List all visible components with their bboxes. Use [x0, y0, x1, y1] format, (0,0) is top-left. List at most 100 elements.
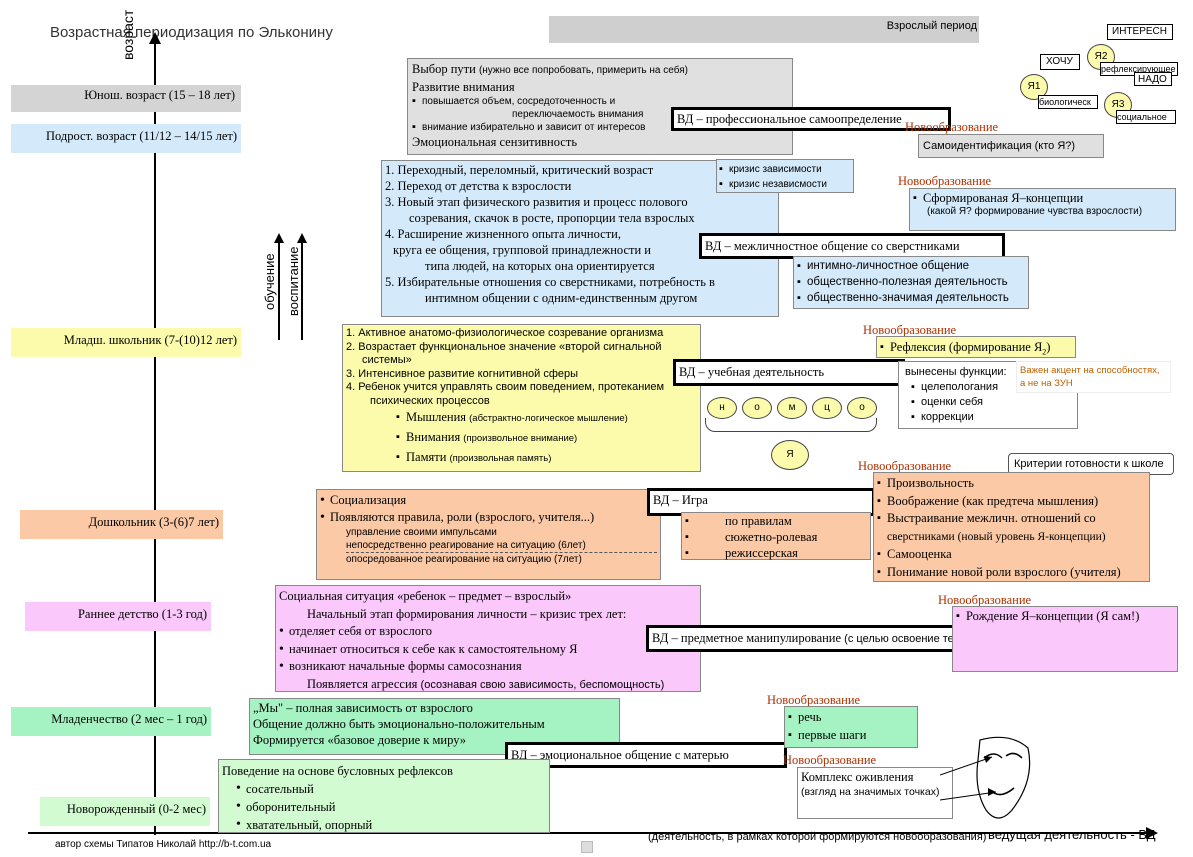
early-novoobr-label: Новообразование	[938, 593, 1032, 607]
infant-line2: Общение должно быть эмоционально-положит…	[253, 717, 545, 731]
youth-vd: ВД – профессиональное самоопределение	[671, 107, 951, 131]
infant-line3: Формируется «базовое доверие к миру»	[253, 733, 467, 747]
presch-novoobr-label: Новообразование	[858, 459, 952, 473]
teen-vd: ВД – межличностное общение со сверстника…	[699, 233, 1005, 259]
oval-n: н	[707, 397, 737, 419]
presch-item-2: Появляются правила, роли (взрослого, учи…	[320, 509, 657, 526]
learning-arrowhead	[274, 233, 284, 243]
teen-vd-sub: интимно-личностное общениеобщественно-по…	[793, 256, 1029, 309]
bio-box: биологическ	[1038, 95, 1098, 109]
oval-o2: о	[847, 397, 877, 419]
oval-c: ц	[812, 397, 842, 419]
school-thinking: Мышления (абстрактно-логическое мышление…	[396, 408, 697, 428]
teen-item-4c: типа людей, на которых она ориентируется	[425, 259, 655, 273]
nado-box: НАДО	[1134, 72, 1172, 86]
early-line3: Появляется агрессия (осознавая свою зави…	[307, 676, 665, 691]
school-attention: Внимания (произвольное внимание)	[396, 428, 697, 448]
school-functions: вынесены функции: целепологанияоценки се…	[898, 361, 1078, 429]
teen-sub-2: общественно-полезная деятельность	[797, 274, 1025, 290]
teen-novoobr-1: Сформированая Я–концепции	[913, 190, 1172, 206]
school-memory: Памяти (произвольная память)	[396, 448, 697, 468]
newborn-block: Поведение на основе бусловных рефлексов …	[218, 759, 550, 834]
game-2: сюжетно-ролевая	[685, 529, 867, 545]
page-marker	[581, 841, 593, 853]
game-3: режиссерская	[685, 545, 867, 561]
early-b1: отделяет себя от взрослого	[279, 623, 697, 641]
hochu-box: ХОЧУ	[1040, 54, 1080, 70]
ya1-oval: Я1	[1020, 74, 1048, 100]
functions-label: вынесены функции:	[905, 366, 1007, 378]
teen-novoobr-2: (какой Я? формирование чувства взрослост…	[927, 206, 1143, 217]
youth-line1: Выбор пути (нужно все попробовать, приме…	[412, 62, 688, 76]
interest-box: ИНТЕРЕСН	[1107, 24, 1173, 40]
presch-n-1: Произвольность	[877, 475, 1146, 493]
school-item-4: 4. Ребенок учится управлять своим поведе…	[346, 381, 665, 393]
learning-label: обучение	[262, 253, 277, 310]
oval-o1: о	[742, 397, 772, 419]
teen-item-5b: интимном общении с одним-единственным др…	[425, 291, 698, 305]
school-item-1: 1. Активное анатомо-физиологическое созр…	[346, 327, 664, 339]
presch-n-3: Выстраивание межличн. отношений сосверст…	[877, 510, 1146, 546]
teen-item-5: 5. Избирательные отношения со сверстника…	[385, 275, 715, 289]
preschool-block: Социализация Появляются правила, роли (в…	[316, 489, 661, 580]
x-axis-label: ведущая деятельность - ВД	[988, 827, 1156, 842]
teen-crisis: кризис зависимостикризис независмости	[716, 159, 854, 193]
school-novoobr: Рефлексия (формирование Я2)	[876, 336, 1076, 358]
func-2: оценки себя	[911, 395, 1071, 410]
teen-item-3: 3. Новый этап физического развития и про…	[385, 195, 688, 209]
newborn-novoobr-label: Новообразование	[783, 753, 877, 767]
school-item-4b: психических процессов	[370, 394, 490, 407]
age-preschool: Дошкольник (3-(6)7 лет)	[20, 510, 223, 539]
presch-n-4: Самооценка	[877, 546, 1146, 564]
y-axis-label: возраст	[120, 9, 136, 60]
teen-item-4: 4. Расширение жизненного опыта личности,	[385, 227, 621, 241]
presch-novoobr: Произвольность Воображение (как предтеча…	[873, 472, 1150, 582]
presch-criteria: Критерии готовности к школе	[1008, 453, 1174, 475]
age-teen: Подрост. возраст (11/12 – 14/15 лет)	[11, 124, 241, 153]
youth-novoobr-label: Новообразование	[905, 120, 999, 134]
brace	[705, 418, 877, 432]
teen-novoobr-label: Новообразование	[898, 174, 992, 188]
youth-attention-2: внимание избирательно и зависит от интер…	[412, 121, 788, 134]
presch-sub-1: управление своими импульсами	[346, 527, 497, 538]
school-vd: ВД – учебная деятельность	[673, 359, 905, 386]
upbringing-arrow	[301, 240, 303, 340]
teen-item-4b: круга ее общения, групповой принадлежнос…	[393, 243, 651, 257]
youth-attention-1: повышается объем, сосредоточенность ипер…	[412, 95, 788, 121]
author-credit: автор схемы Типатов Николай http://b-t.c…	[55, 839, 272, 850]
youth-line2: Развитие внимания	[412, 80, 515, 94]
presch-n-2: Воображение (как предтеча мышления)	[877, 493, 1146, 511]
y-axis-arrowhead	[149, 32, 161, 44]
newborn-novoobr: Комплекс оживления (взгляд на значимых т…	[797, 767, 953, 819]
infant-n-2: первые шаги	[788, 726, 914, 744]
func-3: коррекции	[911, 410, 1071, 425]
teen-novoobr: Сформированая Я–концепции (какой Я? форм…	[909, 188, 1176, 231]
game-1: по правилам	[685, 513, 867, 529]
infant-block: „Мы" – полная зависимость от взрослого О…	[249, 698, 620, 755]
youth-novoobr: Самоидентификация (кто Я?)	[918, 134, 1104, 158]
infant-vd: ВД – эмоциональное общение с матерью	[505, 742, 787, 768]
presch-games: по правиламсюжетно-ролеваярежиссерская	[681, 512, 871, 561]
note-abilities: Важен акцент на способностях,а не на ЗУН	[1016, 361, 1171, 393]
newborn-n2: (взгляд на значимых точках)	[801, 786, 940, 798]
crisis-1: кризис зависимости	[719, 162, 851, 177]
y-axis-line	[154, 40, 156, 835]
teen-item-3b: созревания, скачок в росте, пропорции те…	[409, 211, 695, 225]
school-novoobr-label: Новообразование	[863, 323, 957, 337]
infant-novoobr: речьпервые шаги	[784, 706, 918, 748]
school-reflection: Рефлексия (формирование Я2)	[880, 339, 1072, 361]
adult-period-bar: Взрослый период	[549, 16, 979, 43]
newborn-b3: хватательный, опорный	[236, 816, 546, 834]
early-line2: Начальный этап формирования личности – к…	[307, 606, 627, 621]
newborn-b1: сосательный	[236, 780, 546, 798]
upbringing-label: воспитание	[286, 246, 301, 316]
youth-line3: Эмоциональная сензитивность	[412, 135, 578, 149]
learning-arrow	[278, 240, 280, 340]
age-school: Младш. школьник (7-(10)12 лет)	[11, 328, 241, 357]
age-youth: Юнош. возраст (15 – 18 лет)	[11, 85, 241, 112]
newborn-line: Поведение на основе бусловных рефлексов	[222, 764, 453, 778]
teen-item-2: 2. Переход от детства к взрослости	[385, 179, 572, 193]
early-block: Социальная ситуация «ребенок – предмет –…	[275, 585, 701, 692]
newborn-n1: Комплекс оживления	[801, 770, 914, 784]
teen-sub-1: интимно-личностное общение	[797, 258, 1025, 274]
